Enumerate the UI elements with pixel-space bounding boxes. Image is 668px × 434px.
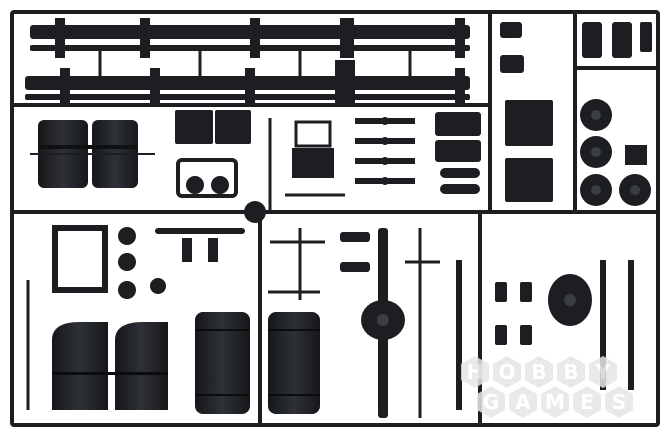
watermark-letter: E <box>580 390 594 414</box>
axle-right <box>456 260 634 410</box>
fuel-tanks <box>195 312 320 414</box>
wheel-drums <box>580 99 651 206</box>
tank-parts <box>435 100 553 202</box>
watermark-row-1: H O B B Y <box>461 356 617 388</box>
watermark-letter: O <box>498 360 515 384</box>
watermark-letter: S <box>612 390 626 414</box>
watermark-letter: M <box>545 390 565 414</box>
chassis-rail-upper <box>30 18 470 58</box>
lower-left-parts <box>52 225 245 299</box>
watermark-letter: A <box>515 390 531 414</box>
sprue-hub <box>244 201 266 223</box>
sprue-frame <box>10 10 660 427</box>
hobby-games-watermark: H O B B Y G A M E S <box>461 356 633 418</box>
misc-rods <box>26 228 440 418</box>
rail-runners <box>98 51 412 76</box>
watermark-letter: Y <box>595 360 611 384</box>
watermark-letter: G <box>483 390 499 414</box>
cab-panels <box>175 110 251 198</box>
chassis-rail-lower <box>25 60 470 104</box>
watermark-letter: B <box>531 360 546 384</box>
battery-box <box>285 120 345 197</box>
rear-axle <box>340 228 405 418</box>
ladder-parts <box>355 117 415 185</box>
fender-pair-top <box>30 120 155 188</box>
small-parts-top-right <box>500 22 652 73</box>
mudguard-pair <box>52 322 168 410</box>
watermark-letter: H <box>467 360 484 384</box>
watermark-letter: B <box>563 360 578 384</box>
watermark-row-2: G A M E S <box>477 386 633 418</box>
